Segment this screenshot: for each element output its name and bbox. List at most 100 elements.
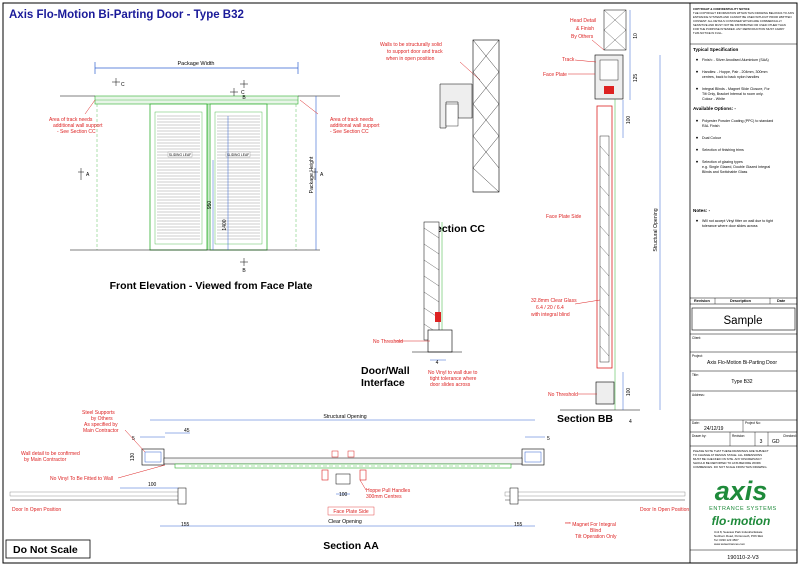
- aa-dim-155a: 155: [181, 522, 190, 528]
- option-item-text: RAL Finish: [702, 124, 719, 128]
- aa-door-open-left: Door In Open Position: [12, 507, 61, 513]
- drawn-value: GD: [772, 439, 780, 445]
- checked-label: Checked:: [783, 434, 797, 438]
- revision-label: Revision:: [732, 434, 745, 438]
- section-cc: Walls to be structurally solid to suppor…: [380, 39, 500, 235]
- client-label: Client:: [692, 336, 701, 340]
- aa-no-vinyl-note: No Vinyl To Be Fitted to Wall: [50, 476, 113, 482]
- dwi-no-threshold: No Threshold: [373, 339, 403, 345]
- spec-item-bullet: [696, 70, 698, 73]
- axis-logo: axis: [715, 476, 768, 506]
- section-cc-title: Section CC: [429, 223, 485, 235]
- front-elevation: Package Width C C SLIDING LEAF SLIDING L…: [49, 61, 381, 292]
- aa-wall-detail-note: Wall detail to be confirmed by Main Cont…: [21, 451, 81, 463]
- address-label: Address:: [692, 393, 705, 397]
- leaf-label-left: SLIDING LEAF: [169, 153, 191, 157]
- bb-dim-100b: 100: [626, 388, 632, 397]
- bb-dim-125: 125: [633, 74, 639, 83]
- project-no-label: Project No:: [745, 421, 761, 425]
- option-item-text: Polyester Powder Coating (PPC) to standa…: [702, 119, 773, 123]
- option-item-text: Blinds and Switchable Glass: [702, 170, 748, 174]
- note-walls: Walls to be structurally solid to suppor…: [380, 42, 444, 62]
- title-value: Type B32: [731, 379, 752, 385]
- drawing-number: 190110-2-V3: [727, 555, 758, 561]
- option-item-bullet: [696, 148, 698, 151]
- aa-hoppe-note: Hoppe Pull Handles 300mm Centres: [366, 488, 412, 500]
- aa-door-open-right: Door In Open Position: [640, 507, 689, 513]
- rev-header-description: Description: [730, 299, 752, 303]
- bb-glass-note: 32.8mm Clear Glass 6.4 / 20 / 6.4 with i…: [531, 298, 578, 318]
- door-wall-title-1: Door/Wall: [361, 365, 410, 377]
- title-block: COPYRIGHT & CONFIDENTIALITY NOTICE THE C…: [690, 7, 797, 561]
- marker-a-left: A: [86, 172, 90, 178]
- copyright-notice: COPYRIGHT & CONFIDENTIALITY NOTICE THE C…: [693, 7, 795, 35]
- company-address: Unit 8, Seaview Park Industrial Estate N…: [714, 530, 764, 546]
- drawn-by-label: Drawn by:: [692, 434, 706, 438]
- bb-dim-100a: 100: [626, 116, 632, 125]
- marker-a-right: A: [320, 172, 324, 178]
- option-item-bullet: [696, 160, 698, 163]
- drawing-title: Axis Flo-Motion Bi-Parting Door - Type B…: [9, 9, 244, 21]
- marker-c-right: C: [241, 90, 245, 96]
- aa-magnet-note: *** Magnet For Integral Blind Tilt Opera…: [565, 522, 617, 540]
- section-bb-title: Section BB: [557, 413, 613, 425]
- dwi-dim-4: 4: [436, 360, 439, 366]
- aa-dim-130: 130: [130, 453, 136, 462]
- package-width-label: Package Width: [178, 61, 215, 67]
- aa-face-plate-side: Face Plate Side: [333, 509, 369, 515]
- date-label: Date:: [692, 421, 700, 425]
- marker-b-bottom: B: [242, 268, 246, 274]
- option-item-bullet: [696, 119, 698, 122]
- aa-dim-100b: 100: [339, 492, 348, 498]
- marker-c-left: C: [121, 82, 125, 88]
- package-height-label: Package Height: [309, 156, 315, 193]
- entrance-systems-logo: ENTRANCE SYSTEMS: [709, 506, 777, 512]
- option-item-bullet: [696, 136, 698, 139]
- do-not-scale-box: [5, 539, 91, 559]
- section-bb: Head Detail & Finish By Others Track Fac…: [531, 9, 661, 425]
- bb-face-plate-side: Face Plate Side: [546, 214, 582, 220]
- spec-item-text: Handles: - Hoppe, Pair - 204mm, 300mm: [702, 70, 768, 74]
- note-track-right: Area of track needs additional wall supp…: [330, 117, 381, 135]
- sample-stamp: Sample: [724, 315, 763, 327]
- spec-item-bullet: [696, 58, 698, 61]
- spec-item-text: centres, back to back nylon handles: [702, 75, 759, 79]
- date-value: 24/12/19: [704, 426, 724, 432]
- sheet-border: [2, 2, 798, 564]
- note-item-text: Will not accept Vinyl fitter on wall due…: [702, 219, 773, 223]
- note-item-bullet: [696, 219, 698, 222]
- aa-dim-45: 45: [184, 428, 190, 434]
- rev-header-date: Date: [777, 299, 785, 303]
- aa-clear-opening: Clear Opening: [328, 519, 362, 525]
- dwi-no-vinyl-note: No Vinyl to wall due to tight tolerance …: [428, 370, 479, 388]
- project-label: Project:: [692, 354, 703, 358]
- bb-dim-4: 4: [629, 419, 632, 425]
- bb-face-plate: Face Plate: [543, 72, 567, 78]
- spec-item-text: Finish: - Silver Anodised Aluminium (SAA…: [702, 58, 769, 62]
- spec-item-text: Colour - White: [702, 97, 725, 101]
- option-item-text: e.g. Single Glazed, Double Glazed Integr…: [702, 165, 770, 169]
- bb-head-detail: Head Detail & Finish By Others: [570, 18, 598, 40]
- do-not-scale-label: Do Not Scale: [13, 544, 78, 556]
- section-aa: Structural Opening 5 45 5 100 100 13: [9, 410, 689, 552]
- spec-item-bullet: [696, 87, 698, 90]
- door-wall-title-2: Interface: [361, 377, 405, 389]
- title-label: Title:: [692, 373, 699, 377]
- rev-header-revision: Revision: [694, 299, 711, 303]
- dim-950: 950: [207, 201, 213, 210]
- door-wall-interface: No Threshold 4 No Vinyl to wall due to t…: [361, 221, 479, 389]
- marker-b-top: B: [242, 95, 246, 101]
- option-item-text: Selection of finishing trims: [702, 148, 744, 152]
- front-elevation-title: Front Elevation - Viewed from Face Plate: [110, 280, 313, 292]
- aa-steel-note: Steel Supports by Others As specified by…: [82, 410, 119, 434]
- disclaimer-text: PLEASE NOTE THAT THESE DRAWINGS ARE SUBJ…: [693, 449, 769, 469]
- aa-dim-155b: 155: [514, 522, 523, 528]
- spec-item-text: Tilt Only, Bracket Internal to room only…: [702, 92, 763, 96]
- notes-heading: Notes: -: [693, 208, 711, 213]
- leaf-label-right: SLIDING LEAF: [227, 153, 249, 157]
- spec-item-text: Integral Blinds - Magnet Slide Closure, …: [702, 87, 771, 91]
- section-aa-title: Section AA: [323, 540, 379, 552]
- project-value: Axis Flo-Motion Bi-Parting Door: [707, 360, 777, 366]
